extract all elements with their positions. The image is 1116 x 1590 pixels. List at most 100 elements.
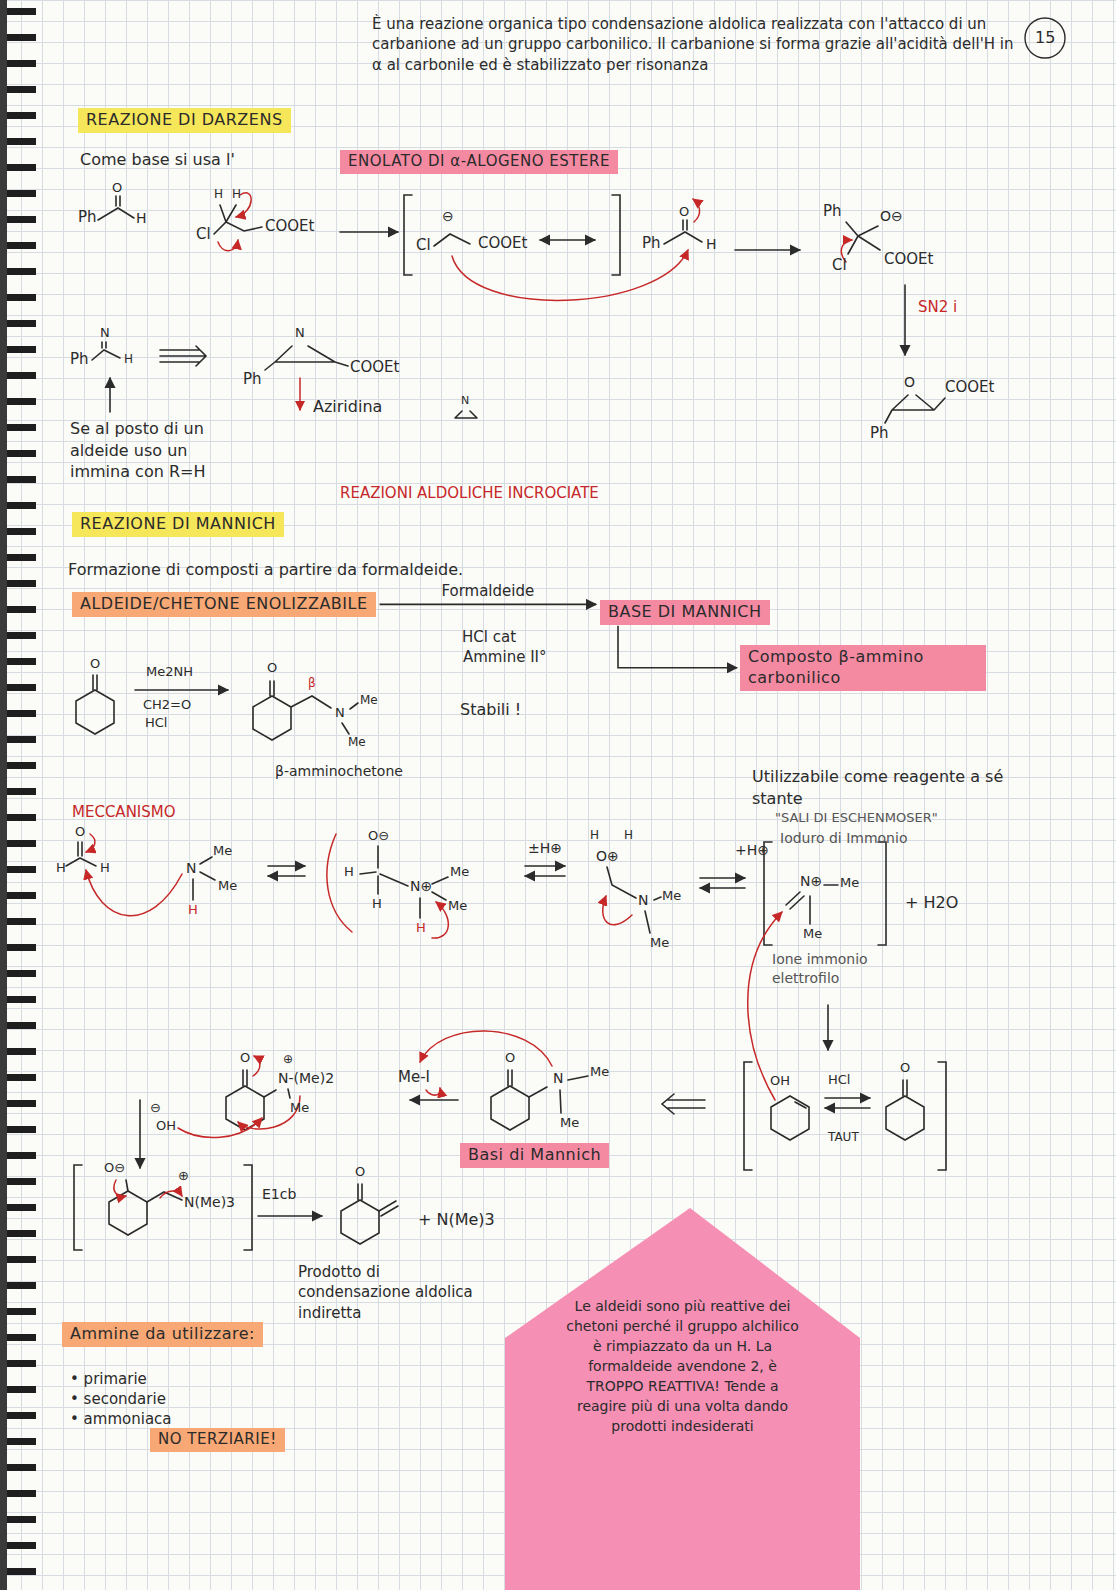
band-text: REAZIONE DI MANNICH <box>80 514 276 533</box>
handwritten-text: OH <box>770 1073 790 1089</box>
handwritten-text: H <box>416 920 426 936</box>
handwritten-text: COOEt <box>945 378 994 396</box>
handwritten-text: Me <box>560 1115 579 1131</box>
handwritten-text: Me <box>803 926 822 942</box>
highlight-band: Ammine da utilizzare: <box>62 1322 263 1347</box>
spiral-binding-edge <box>0 0 7 1590</box>
handwritten-text: Ph <box>823 202 842 220</box>
handwritten-text: COOEt <box>265 217 314 235</box>
handwritten-text: H <box>214 187 223 201</box>
handwritten-text: Come base si usa l' <box>80 150 235 169</box>
highlight-band: NO TERZIARIE! <box>150 1428 285 1452</box>
handwritten-text: H <box>624 828 633 842</box>
handwritten-text: Ph <box>642 234 661 252</box>
highlight-band: Basi di Mannich <box>460 1143 609 1168</box>
handwritten-text: N <box>186 860 196 877</box>
handwritten-text: H <box>232 187 241 201</box>
highlight-band: BASE DI MANNICH <box>600 600 770 625</box>
mannich-scheme <box>76 675 358 740</box>
handwritten-text: SN2 i <box>918 298 957 316</box>
band-text: NO TERZIARIE! <box>158 1430 277 1448</box>
handwritten-text: Me <box>840 875 859 891</box>
handwritten-text: N <box>461 394 469 407</box>
highlight-band: REAZIONE DI MANNICH <box>72 512 284 537</box>
handwritten-text: È una reazione organica tipo condensazio… <box>372 14 1017 75</box>
handwritten-text: REAZIONI ALDOLICHE INCROCIATE <box>340 484 599 502</box>
handwritten-text: N⊕ <box>800 873 822 890</box>
handwritten-text: H <box>136 210 147 227</box>
reaction-arrow <box>618 626 737 668</box>
mechanism-arrows <box>86 834 782 1198</box>
handwritten-text: Utilizzabile come reagente a sé stante <box>752 766 1052 809</box>
handwritten-text: Me <box>450 864 469 880</box>
handwritten-text: Ph <box>70 350 89 368</box>
handwritten-text: HCl <box>828 1072 850 1088</box>
handwritten-text: ±H⊕ <box>528 840 562 857</box>
handwritten-text: MECCANISMO <box>72 803 176 821</box>
handwritten-text: Me <box>360 693 378 707</box>
handwritten-text: • secondarie <box>70 1390 166 1408</box>
handwritten-text: ⊖ <box>150 1100 161 1116</box>
handwritten-text: Cl <box>196 225 211 243</box>
reaction-arrow <box>380 604 596 606</box>
handwritten-text: HCl <box>145 715 167 731</box>
handwritten-text: O <box>904 374 915 391</box>
handwritten-text: H <box>706 236 717 253</box>
handwritten-text: H <box>372 896 382 912</box>
highlight-band: Composto β-ammino carbonilico <box>740 645 986 691</box>
handwritten-text: O <box>75 824 85 840</box>
handwritten-text: + H2O <box>905 893 958 912</box>
handwritten-text: O <box>900 1060 910 1076</box>
note-body: Le aldeidi sono più reattive dei chetoni… <box>565 1296 800 1436</box>
handwritten-text: 15 <box>1035 28 1055 47</box>
handwritten-text: Ammine II° <box>463 648 547 666</box>
handwritten-text: N <box>335 705 345 721</box>
handwritten-text: Formazione di composti a partire da form… <box>68 560 463 579</box>
handwritten-text: Ph <box>243 370 262 388</box>
handwritten-text: N <box>100 325 110 341</box>
handwritten-text: N-(Me)2 <box>278 1070 334 1087</box>
band-text: Ammine da utilizzare: <box>70 1324 255 1343</box>
handwritten-text: O⊖ <box>880 208 903 225</box>
band-text: REAZIONE DI DARZENS <box>86 110 283 129</box>
handwritten-text: O⊖ <box>104 1160 125 1176</box>
handwritten-text: Me <box>348 735 366 749</box>
band-text: ALDEIDE/CHETONE ENOLIZZABILE <box>80 594 368 613</box>
handwritten-text: O⊖ <box>368 828 389 844</box>
handwritten-text: β <box>308 676 316 690</box>
handwritten-text: Cl <box>416 236 431 254</box>
handwritten-text: O <box>679 204 689 220</box>
handwritten-text: N⊕ <box>410 878 432 895</box>
highlight-band: ENOLATO DI α-ALOGENO ESTERE <box>340 150 618 174</box>
handwritten-text: "SALI DI ESCHENMOSER" <box>775 810 938 826</box>
reagent-label: Formaldeide <box>441 582 534 600</box>
handwritten-text: ⊖ <box>442 208 454 225</box>
band-text: Basi di Mannich <box>468 1145 601 1164</box>
band-text: Composto β-ammino carbonilico <box>748 647 924 687</box>
handwritten-text: H <box>188 902 198 918</box>
highlight-band: ALDEIDE/CHETONE ENOLIZZABILE <box>72 592 376 617</box>
handwritten-text: O <box>90 656 100 672</box>
handwritten-text: Ph <box>78 208 97 226</box>
handwritten-text: β-amminochetone <box>275 763 403 780</box>
handwritten-text: O <box>240 1050 250 1066</box>
handwritten-text: ⊕ <box>178 1168 189 1184</box>
handwritten-text: E1cb <box>262 1186 296 1203</box>
handwritten-text: O <box>355 1164 365 1180</box>
page-number-circle <box>1025 18 1065 58</box>
handwritten-text: N <box>638 892 648 909</box>
handwritten-text: Ioduro di Immonio <box>780 830 907 847</box>
handwritten-text: O <box>112 180 122 196</box>
handwritten-text: Me <box>448 898 467 914</box>
handwritten-text: + N(Me)3 <box>418 1210 495 1229</box>
handwritten-text: Me <box>650 935 669 951</box>
handwritten-text: Me <box>290 1100 309 1116</box>
handwritten-text: ⊕ <box>283 1052 293 1066</box>
handwritten-text: • ammoniaca <box>70 1410 172 1428</box>
handwritten-text: Me <box>662 888 681 904</box>
handwritten-text: H <box>344 864 354 880</box>
handwritten-text: HCl cat <box>462 628 516 646</box>
handwritten-text: O⊕ <box>596 848 619 865</box>
sticky-note-arrow: Le aldeidi sono più reattive dei chetoni… <box>505 1208 860 1590</box>
